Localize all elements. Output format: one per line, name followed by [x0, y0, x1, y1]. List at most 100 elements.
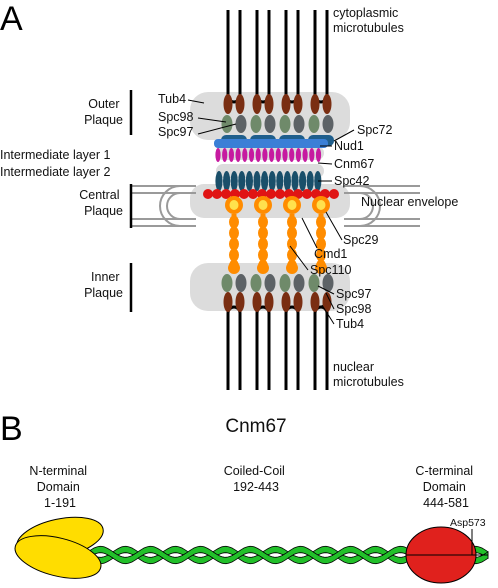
cnm67-subunit [228, 148, 234, 162]
cnm67-subunit [248, 148, 255, 162]
spc110-foot [286, 262, 298, 274]
spc42-subunit [215, 171, 223, 191]
spc97-subunit [322, 115, 334, 133]
spc29-label: Spc29 [343, 233, 378, 247]
cnm67-subunit [295, 148, 301, 162]
panel-a-letter: A [0, 0, 23, 38]
spc110-stalk [231, 214, 237, 272]
cnm67-subunit [275, 148, 281, 162]
cmd1-label: Cmd1 [314, 247, 347, 261]
spc29-subunit [302, 189, 312, 199]
cytoplasmic-microtubules-label: cytoplasmic microtubules [333, 6, 404, 35]
arrow-spc97-bottom [317, 285, 335, 295]
tub4-subunit [235, 292, 245, 312]
tub4-subunit [310, 94, 320, 114]
spc97-subunit [264, 274, 276, 292]
arrow-spc98-bottom [325, 292, 335, 310]
spc29-subunit [293, 189, 303, 199]
cnm67-subunit [215, 148, 221, 162]
spc110-foot [257, 262, 269, 274]
cnm67-subunit [315, 148, 322, 162]
spc97-subunit [264, 115, 276, 133]
nud1-label: Nud1 [334, 139, 364, 153]
spc42-subunit [276, 171, 284, 191]
spc29-subunit [248, 189, 258, 199]
tub4-subunit [281, 292, 291, 312]
cytoplasmic-microtubule [255, 10, 271, 104]
cytoplasmic-microtubule [284, 10, 300, 104]
inner-plaque-label: Inner Plaque [84, 270, 123, 300]
label-arrows [187, 99, 355, 325]
protein-columns [203, 94, 339, 312]
spc42-subunit [261, 171, 269, 191]
spc29-subunit [275, 189, 285, 199]
outer-plaque-label: Outer Plaque [84, 97, 123, 127]
spc42-subunit [245, 171, 253, 191]
nuclear-microtubule [313, 305, 329, 390]
spc42-subunit [306, 171, 314, 191]
cmd1-subunit [316, 200, 326, 210]
panel-b-letter: B [0, 410, 23, 448]
cnm67-title: Cnm67 [225, 416, 286, 437]
cnm67-subunit [302, 148, 308, 162]
n-domain-lobe-lower [14, 535, 102, 579]
spc42-label: Spc42 [334, 174, 369, 188]
arrow-spc97-top [197, 123, 237, 135]
tub4-top-label: Tub4 [158, 92, 186, 106]
cnm67-subunit [289, 148, 295, 162]
spc97-top-label: Spc97 [158, 125, 193, 139]
c-terminal-domain [405, 526, 488, 584]
spc97-subunit [322, 274, 334, 292]
spc98-subunit [308, 115, 320, 133]
protein-labels: Tub4 Spc98 Spc97 Spc72 Nud1 Cnm67 Spc42 … [158, 92, 392, 331]
arrow-tub4-top [187, 99, 205, 104]
spc42-subunit [299, 171, 307, 191]
cytoplasmic-microtubule [313, 10, 329, 104]
cnm67-subunit [282, 148, 288, 162]
tub4-subunit [252, 292, 262, 312]
spc98-subunit [279, 274, 291, 292]
spc110-stalk [318, 214, 324, 272]
cytoplasmic-microtubule [226, 10, 242, 104]
nuclear-envelope-label: Nuclear envelope [361, 195, 458, 209]
tub4-subunit [310, 292, 320, 312]
n-terminal-label: N-terminal Domain 1-191 [29, 464, 90, 510]
cmd1-subunit [287, 200, 297, 210]
spc42-subunit [223, 171, 231, 191]
spc110-label: Spc110 [310, 263, 352, 277]
arrow-cmd1 [301, 217, 318, 249]
nuclear-microtubule [226, 305, 242, 390]
coiled-coil-label: Coiled-Coil 192-443 [224, 464, 289, 494]
cmd1-subunit [258, 200, 268, 210]
cnm67-label: Cnm67 [334, 157, 374, 171]
tub4-subunit [264, 292, 274, 312]
tub4-subunit [293, 94, 303, 114]
spc110-foot [228, 262, 240, 274]
cnm67-subunit [242, 148, 248, 162]
cnm67-subunit [269, 148, 275, 162]
nud1-layer [214, 139, 328, 148]
helix-strand-b [87, 545, 489, 565]
tub4-subunit [252, 94, 262, 114]
arrow-spc110 [289, 245, 309, 271]
spc98-subunit [221, 274, 233, 292]
spc29-subunit [212, 189, 222, 199]
spc98-subunit [250, 274, 262, 292]
spc110-stalk [260, 214, 266, 272]
spc42-subunit [268, 171, 276, 191]
spc29-subunit [329, 189, 339, 199]
intermediate-layer-2-label: Intermediate layer 2 [0, 165, 111, 179]
spc98-subunit [308, 274, 320, 292]
intermediate-layer-1-label: Intermediate layer 1 [0, 148, 111, 162]
cnm67-subunit [235, 148, 241, 162]
arrow-tub4-bottom [321, 304, 335, 325]
cnm67-subunit [262, 148, 268, 162]
tub4-bottom-label: Tub4 [336, 317, 364, 331]
spc98-subunit [221, 115, 233, 133]
spc42-subunit [291, 171, 299, 191]
central-plaque-label: Central Plaque [79, 188, 123, 218]
spc42-subunit [238, 171, 246, 191]
spc42-subunit [253, 171, 261, 191]
n-terminal-domain [14, 516, 104, 579]
